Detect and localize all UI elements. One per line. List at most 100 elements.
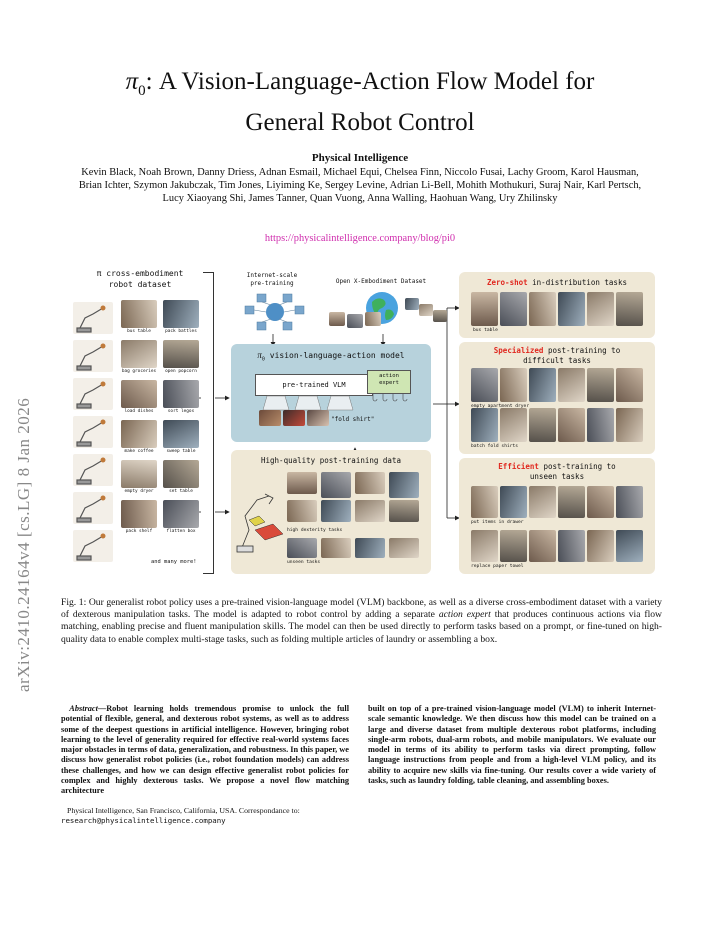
caption-label: Fig. 1: xyxy=(61,597,87,608)
robot-image xyxy=(73,340,113,372)
task-label: flatten box xyxy=(166,529,196,534)
oxe-label: Open X-Embodiment Dataset xyxy=(335,278,427,285)
robot-image xyxy=(73,416,113,448)
dataset-bracket xyxy=(203,272,214,574)
task-label: load dishes xyxy=(124,409,154,414)
project-link[interactable]: https://physicalintelligence.company/blo… xyxy=(264,233,456,244)
specialized-rest: post-training to xyxy=(547,346,621,355)
efficient-image xyxy=(500,530,527,562)
action-expert-line-1: action xyxy=(379,373,399,379)
model-title-text: vision-language-action model xyxy=(269,351,405,360)
abstract-label: Abstract xyxy=(69,704,98,713)
specialized-caption-2: batch fold shirts xyxy=(471,444,519,449)
unseen-label: unseen tasks xyxy=(287,560,321,565)
task-thumbnail xyxy=(163,340,199,368)
robot-icon xyxy=(76,495,106,523)
zero-shot-image xyxy=(587,292,614,326)
post-image xyxy=(321,500,351,522)
robot-image xyxy=(73,378,113,410)
abstract-left-column: Abstract—Robot learning holds tremendous… xyxy=(61,704,349,797)
action-expert-box: action expert xyxy=(367,370,411,394)
paper-title: π0: A Vision-Language-Action Flow Model … xyxy=(0,66,720,138)
post-training-title: High-quality post-training data xyxy=(261,456,401,465)
task-thumbnail xyxy=(121,420,157,448)
efficient-image xyxy=(529,530,556,562)
zero-shot-red: Zero-shot xyxy=(487,278,528,287)
oxe-image xyxy=(433,310,447,322)
efficient-red: Efficient xyxy=(498,462,539,471)
action-expert-line-2: expert xyxy=(379,380,399,386)
dataset-title: π cross-embodiment robot dataset xyxy=(65,268,215,290)
robot-image xyxy=(73,530,113,562)
action-tokens xyxy=(372,394,408,402)
efficient-image xyxy=(587,530,614,562)
oxe-image xyxy=(329,312,345,326)
vlm-box: pre-trained VLM xyxy=(255,374,373,396)
abstract-left-text: —Robot learning holds tremendous promise… xyxy=(61,704,349,796)
zero-shot-title: Zero-shot in-distribution tasks xyxy=(459,278,655,287)
task-thumbnail xyxy=(121,380,157,408)
zero-shot-image xyxy=(471,292,498,326)
specialized-title-line-1: Specialized post-training to xyxy=(459,346,655,356)
robot-icon xyxy=(76,381,106,409)
oxe-image xyxy=(419,304,433,316)
model-title: π0 vision-language-action model xyxy=(257,350,405,363)
oxe-image xyxy=(405,298,419,310)
task-thumbnail xyxy=(121,340,157,368)
task-thumbnail xyxy=(163,380,199,408)
post-image xyxy=(389,472,419,498)
footnote-email[interactable]: research@physicalintelligence.company xyxy=(61,815,226,825)
vision-encoder-trapezoids xyxy=(262,395,354,411)
post-image xyxy=(389,538,419,558)
abstract-right-column: built on top of a pre-trained vision-lan… xyxy=(368,704,656,786)
post-image xyxy=(355,472,385,494)
affiliation: Physical Intelligence xyxy=(311,152,409,164)
footnote-text: Physical Intelligence, San Francisco, Ca… xyxy=(67,806,300,815)
robot-arm-illustration xyxy=(236,493,284,553)
title-line-2: General Robot Control xyxy=(245,109,475,136)
caption-emphasis: action expert xyxy=(438,609,491,621)
internet-label-2: pre-training xyxy=(250,280,294,287)
efficient-image xyxy=(616,530,643,562)
specialized-image xyxy=(616,408,643,442)
task-label: bus table xyxy=(127,329,151,334)
task-thumbnail xyxy=(163,300,199,328)
footnote: Physical Intelligence, San Francisco, Ca… xyxy=(61,806,361,825)
specialized-image xyxy=(587,408,614,442)
post-image xyxy=(287,538,317,558)
prompt-text: "fold shirt" xyxy=(331,416,375,423)
specialized-image xyxy=(500,368,527,402)
specialized-title-line-2: difficult tasks xyxy=(523,356,591,365)
task-thumbnail xyxy=(163,420,199,448)
robot-icon xyxy=(76,343,106,371)
robot-icon xyxy=(76,419,106,447)
efficient-title-line-1: Efficient post-training to xyxy=(459,462,655,472)
post-image xyxy=(389,500,419,522)
efficient-panel: Efficient post-training to unseen tasks … xyxy=(459,458,655,574)
efficient-image xyxy=(500,486,527,518)
efficient-title-line-2: unseen tasks xyxy=(529,472,585,481)
internet-label-1: Internet-scale xyxy=(246,272,298,279)
post-training-panel: High-quality post-training data high dex… xyxy=(231,450,431,574)
oxe-image xyxy=(347,314,363,328)
specialized-image xyxy=(558,408,585,442)
efficient-image xyxy=(558,486,585,518)
efficient-image xyxy=(587,486,614,518)
camera-image-3 xyxy=(307,410,329,426)
post-image xyxy=(287,472,317,494)
title-line-1: π0: A Vision-Language-Action Flow Model … xyxy=(125,68,595,99)
efficient-image xyxy=(471,486,498,518)
zero-shot-caption: bus table xyxy=(473,328,498,333)
figure-1: π cross-embodiment robot dataset and man… xyxy=(65,268,657,586)
zero-shot-rest: in-distribution tasks xyxy=(532,278,627,287)
efficient-caption-1: put items in drawer xyxy=(471,520,524,525)
camera-image-2 xyxy=(283,410,305,426)
zero-shot-image xyxy=(529,292,556,326)
task-label: pack battles xyxy=(165,329,197,334)
specialized-image xyxy=(529,408,556,442)
post-image xyxy=(321,472,351,498)
oxe-image xyxy=(365,312,381,326)
internet-label: Internet-scale pre-training xyxy=(237,272,307,288)
specialized-image xyxy=(471,368,498,402)
specialized-title: Specialized post-training to difficult t… xyxy=(459,346,655,366)
